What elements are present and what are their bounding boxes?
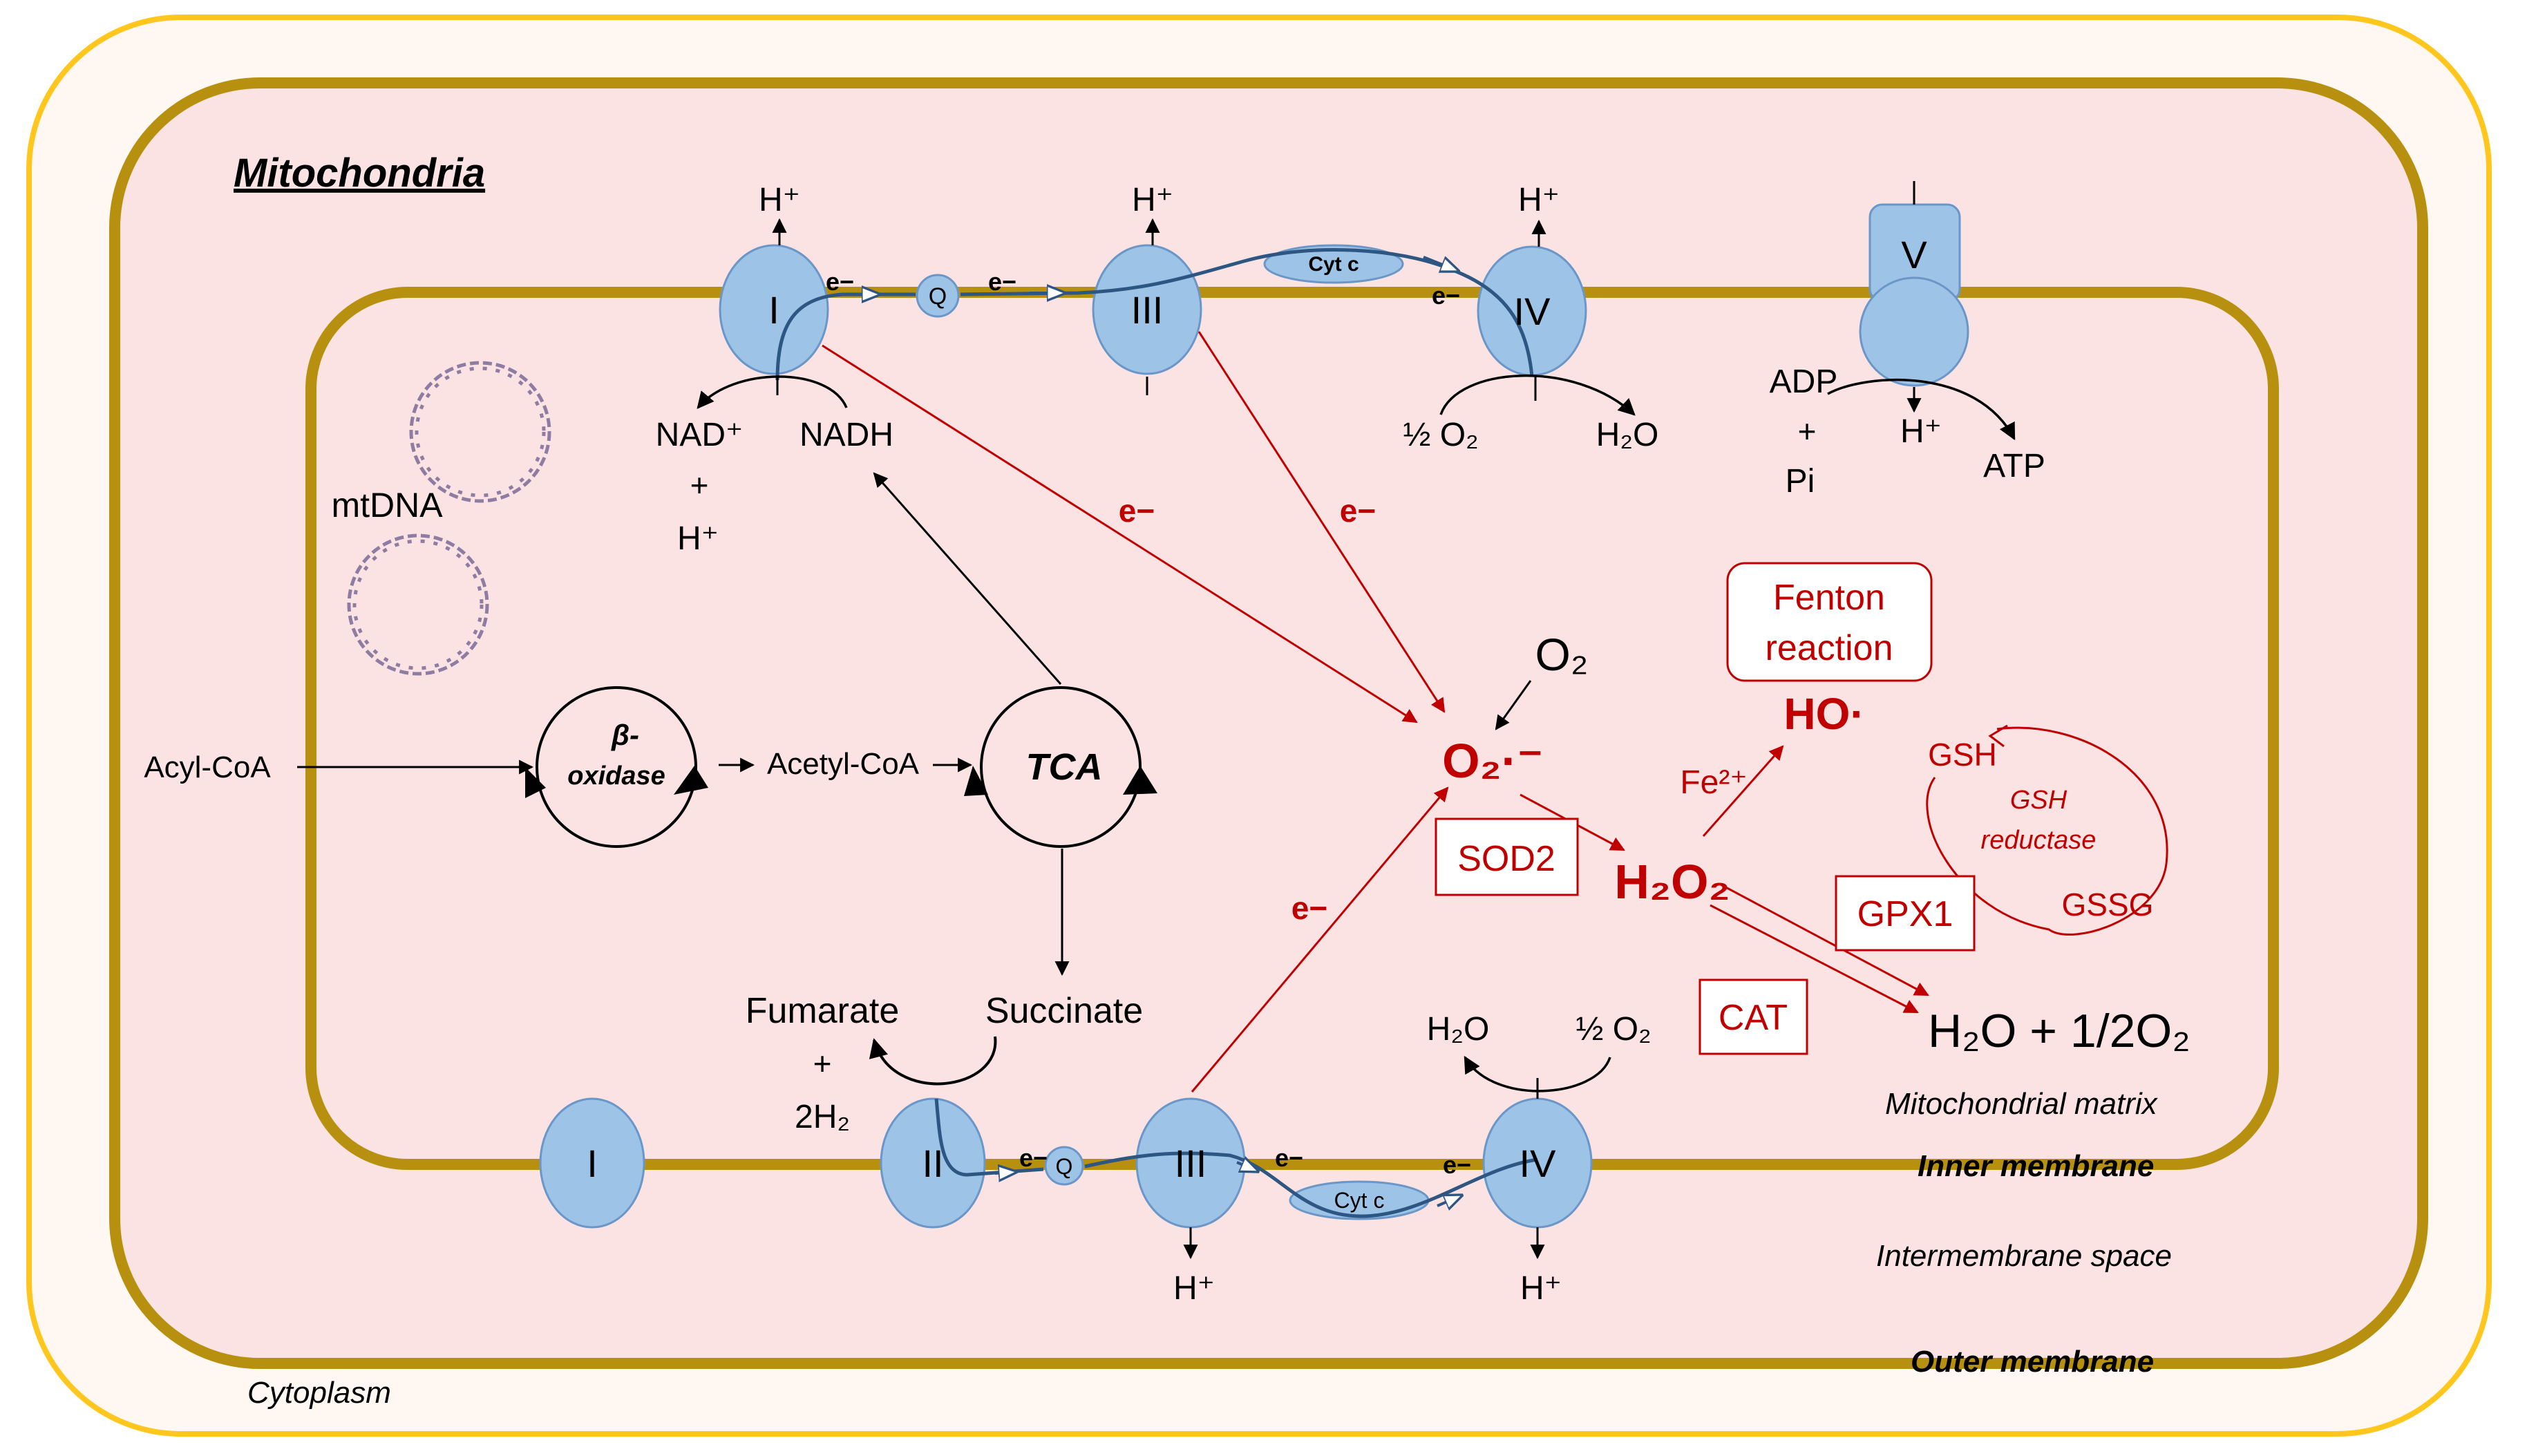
gpx1-label: GPX1 — [1857, 894, 1953, 934]
proton-label: H⁺ — [759, 182, 800, 218]
gsh-reductase-line2: reductase — [1981, 826, 2097, 855]
fenton-line1: Fenton — [1773, 578, 1885, 618]
h2o-bottom-label: H₂O — [1427, 1011, 1490, 1048]
matrix-label: Mitochondrial matrix — [1885, 1087, 2159, 1121]
cytc-bottom-label: Cyt c — [1334, 1188, 1385, 1213]
acyl-coa-label: Acyl-CoA — [144, 750, 271, 784]
complex-i-top — [719, 244, 829, 375]
complex-iv-bottom-label: IV — [1520, 1142, 1557, 1185]
proton-label: H⁺ — [1518, 182, 1560, 218]
acetyl-coa-label: Acetyl-CoA — [767, 747, 920, 781]
proton-label: H⁺ — [1900, 413, 1942, 450]
electron-label: e− — [1019, 1144, 1048, 1172]
complex-ii-bottom-label: II — [922, 1142, 943, 1185]
cat-label: CAT — [1719, 998, 1788, 1038]
electron-label: e− — [1432, 281, 1460, 310]
succinate-label: Succinate — [985, 991, 1143, 1031]
electron-red-label: e− — [1340, 493, 1376, 529]
beta-oxidase-cycle — [536, 686, 697, 848]
beta-label: β- — [611, 719, 639, 751]
gsh-cycle — [1926, 726, 2168, 936]
adp-label: ADP — [1770, 363, 1838, 400]
o2-label: O₂ — [1535, 629, 1589, 680]
complex-i-bottom — [539, 1097, 645, 1229]
nadh-label: NADH — [799, 417, 893, 453]
electron-label: e− — [1275, 1144, 1303, 1172]
electron-red-label: e− — [1291, 890, 1327, 926]
inner-membrane — [305, 287, 2279, 1170]
two-h2-label: 2H₂ — [795, 1099, 850, 1135]
electron-label: e− — [988, 267, 1016, 296]
q-top — [916, 274, 960, 318]
half-o2-bottom-label: ½ O₂ — [1575, 1011, 1651, 1048]
proton-label: H⁺ — [1173, 1270, 1215, 1307]
mtdna-label: mtDNA — [331, 486, 443, 524]
plus-label: + — [1798, 413, 1817, 449]
products-label: H₂O + 1/2O₂ — [1928, 1005, 2190, 1057]
q-bottom — [1044, 1146, 1084, 1186]
q-bottom-label: Q — [1056, 1154, 1073, 1179]
sod2-box — [1435, 817, 1579, 896]
fenton-box — [1726, 562, 1933, 682]
mitochondria-title: Mitochondria — [234, 151, 485, 196]
proton-label: H⁺ — [1520, 1270, 1562, 1307]
pi-label: Pi — [1786, 463, 1815, 500]
complex-iii-top-label: III — [1131, 288, 1164, 332]
complex-i-top-label: I — [768, 288, 779, 332]
half-o2-top-label: ½ O₂ — [1403, 417, 1478, 453]
complex-iv-top-label: IV — [1514, 290, 1551, 333]
gsh-label: GSH — [1928, 737, 1997, 773]
gsh-reductase-line1: GSH — [2010, 786, 2067, 815]
electron-red-label: e− — [1119, 493, 1155, 529]
atp-label: ATP — [1983, 448, 2045, 484]
fumarate-label: Fumarate — [746, 991, 900, 1031]
fenton-line2: reaction — [1766, 628, 1893, 668]
electron-path-bottom — [934, 1098, 1538, 1218]
plus-label: + — [813, 1046, 832, 1081]
electron-path-top — [775, 248, 1534, 381]
proton-label: H⁺ — [1132, 182, 1173, 218]
nad-label: NAD⁺ — [656, 417, 744, 453]
h2o-top-label: H₂O — [1596, 417, 1659, 453]
fe-label: Fe²⁺ — [1680, 764, 1747, 801]
gpx1-box — [1835, 875, 1976, 952]
complex-i-bottom-label: I — [587, 1142, 598, 1185]
complex-ii-bottom — [880, 1097, 986, 1229]
oxidase-label: oxidase — [567, 762, 665, 791]
sod2-label: SOD2 — [1457, 839, 1555, 879]
tca-label: TCA — [1026, 746, 1103, 788]
electron-label: e− — [1443, 1151, 1471, 1179]
complex-v-head — [1859, 276, 1969, 387]
hydroxyl-label: HO· — [1783, 689, 1864, 739]
inner-membrane-label: Inner membrane — [1918, 1149, 2154, 1183]
h2o2-label: H₂O₂ — [1614, 855, 1730, 909]
q-top-label: Q — [929, 283, 947, 310]
electron-label: e− — [826, 267, 854, 296]
cytc-top — [1263, 244, 1404, 284]
cytoplasm-label: Cytoplasm — [247, 1376, 391, 1410]
cat-box — [1698, 978, 1808, 1055]
outer-membrane-label: Outer membrane — [1911, 1345, 2154, 1379]
mtdna-icon — [347, 361, 551, 676]
cytc-top-label: Cyt c — [1308, 253, 1359, 276]
complex-iii-top — [1092, 244, 1202, 375]
proton-label: H⁺ — [677, 520, 719, 557]
complex-v-label: V — [1901, 233, 1927, 276]
superoxide-label: O₂·⁻ — [1442, 734, 1543, 788]
intermembrane-label: Intermembrane space — [1876, 1239, 2172, 1273]
complex-iii-bottom-label: III — [1175, 1142, 1207, 1185]
plus-label: + — [690, 467, 709, 503]
gssg-label: GSSG — [2062, 887, 2154, 923]
